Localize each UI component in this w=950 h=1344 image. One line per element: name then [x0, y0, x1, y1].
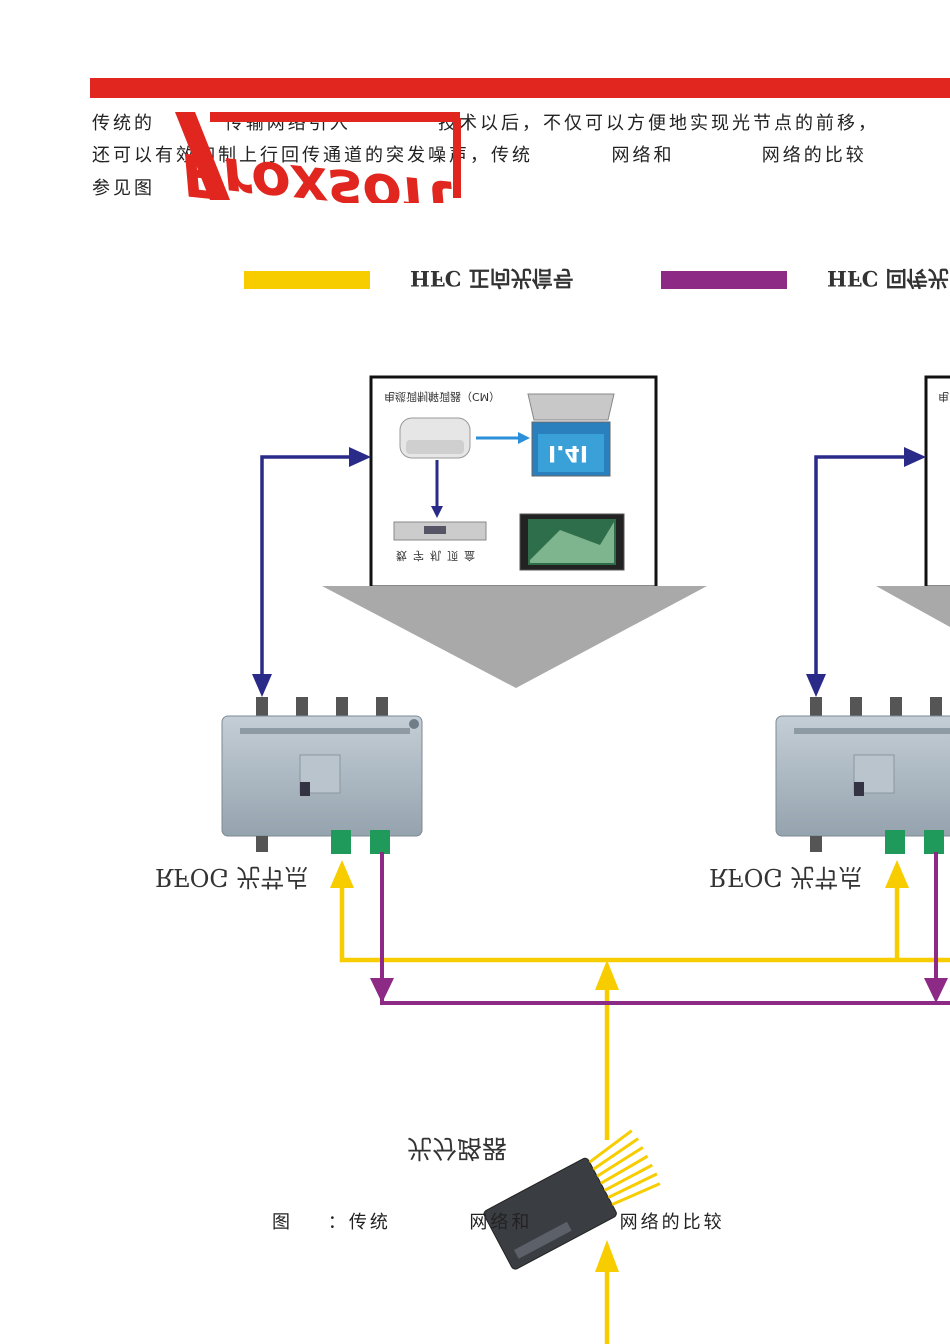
return-signal-lines	[370, 852, 950, 1005]
tv-icon	[519, 513, 625, 571]
downlink-triangle-2	[876, 586, 950, 627]
legend-return-swatch	[661, 271, 787, 289]
laptop-icon	[527, 393, 615, 477]
home-box-2-title: 电	[938, 390, 949, 403]
home-equipment-box-1	[369, 375, 658, 589]
set-top-box-label: 数字机顶盒	[396, 549, 481, 562]
laptop-screen-text: I.4I	[548, 440, 589, 465]
paragraph-line-3: 参见图 。	[92, 178, 211, 199]
cm-link-1	[260, 455, 360, 686]
rfog-node-label-2: RFOG 光节点	[709, 863, 863, 891]
home-equipment-box-2	[924, 375, 950, 589]
header-red-bar	[90, 78, 950, 98]
optical-splitter-icon	[483, 1129, 661, 1270]
rfog-node-device-1	[221, 697, 423, 854]
figure-caption: 图 ：传统 网络和 网络的比较	[272, 1212, 725, 1233]
cable-modem-icon	[399, 417, 471, 459]
forward-signal-lines	[330, 860, 950, 1344]
legend-forward-swatch	[244, 271, 370, 289]
downlink-triangle-1	[322, 586, 707, 688]
rfog-node-label-1: RFOG 光节点	[155, 863, 309, 891]
cm-link-2	[814, 455, 914, 686]
rfog-node-device-2	[775, 697, 950, 854]
proxsoft-logo: Proxsoft	[175, 112, 461, 203]
home-box-1-title: 电缆调制解调器（CM）	[384, 390, 501, 403]
optical-splitter-label: 光分路器	[407, 1134, 508, 1163]
set-top-box-icon	[393, 521, 487, 541]
